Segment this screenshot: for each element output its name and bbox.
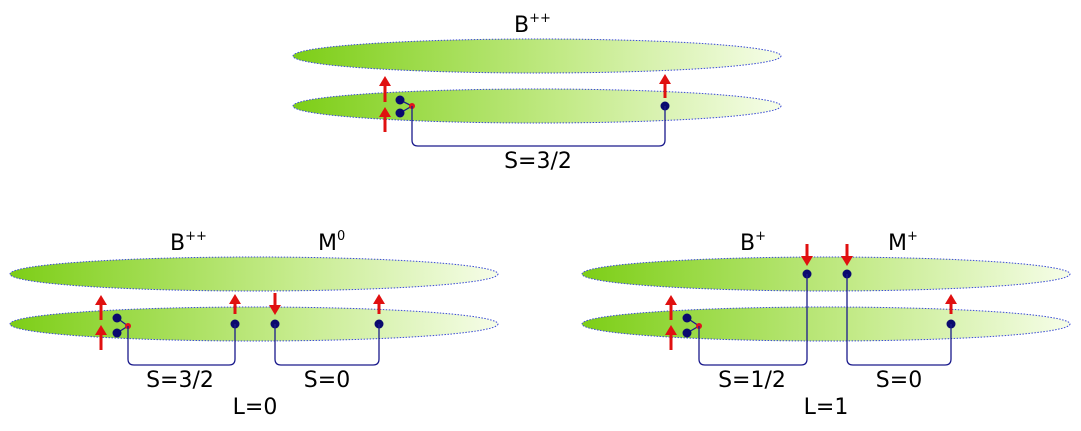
quark-dot: [682, 313, 692, 323]
spin-up-icon: [379, 107, 391, 132]
spin-down-icon: [841, 244, 853, 266]
meson-label: M+: [888, 229, 918, 256]
spin-up-icon: [665, 325, 677, 350]
baryon-spin-bracket: [698, 274, 808, 366]
baryon-spin-label: S=1/2: [718, 368, 786, 393]
upper-sheet: [581, 256, 1071, 292]
quark-dot: [395, 108, 405, 118]
lower-sheet: [581, 306, 1071, 342]
spin-down-icon: [801, 244, 813, 266]
spin-up-icon: [945, 294, 957, 314]
top-panel: B++ S=3/2: [292, 11, 782, 174]
spin-down-icon: [269, 293, 281, 315]
spin-up-icon: [373, 294, 385, 314]
spin-up-icon: [95, 325, 107, 350]
bottom-right-panel: B+ M+ S=1/2 S=0 L=1: [581, 229, 1071, 420]
lower-sheet: [9, 306, 499, 342]
quark-dot: [112, 328, 122, 338]
spin-up-icon: [95, 295, 107, 320]
spin-up-icon: [665, 295, 677, 320]
baryon-spin-label: S=3/2: [146, 368, 214, 393]
lower-sheet: [292, 88, 782, 124]
orbital-label: L=0: [233, 395, 278, 420]
upper-sheet: [9, 256, 499, 292]
meson-label: M0: [318, 229, 345, 256]
meson-spin-bracket: [274, 324, 380, 366]
baryon-label: B+: [740, 229, 766, 256]
spin-up-icon: [379, 76, 391, 102]
orbital-label: L=1: [804, 395, 849, 420]
meson-spin-bracket: [846, 274, 952, 366]
spin-label: S=3/2: [504, 149, 572, 174]
meson-spin-label: S=0: [304, 368, 350, 393]
upper-sheet: [292, 38, 782, 74]
bottom-left-panel: B++ M0 S=3/2 S=0 L=0: [9, 229, 499, 420]
quark-dot: [682, 328, 692, 338]
quark-dot: [395, 95, 405, 105]
baryon-label: B++: [514, 11, 551, 38]
spin-bracket: [411, 106, 666, 147]
spin-up-icon: [229, 294, 241, 314]
baryon-label: B++: [170, 229, 207, 256]
meson-spin-label: S=0: [876, 368, 922, 393]
spin-up-icon: [659, 74, 671, 98]
baryon-spin-bracket: [127, 324, 236, 366]
quark-dot: [112, 313, 122, 323]
